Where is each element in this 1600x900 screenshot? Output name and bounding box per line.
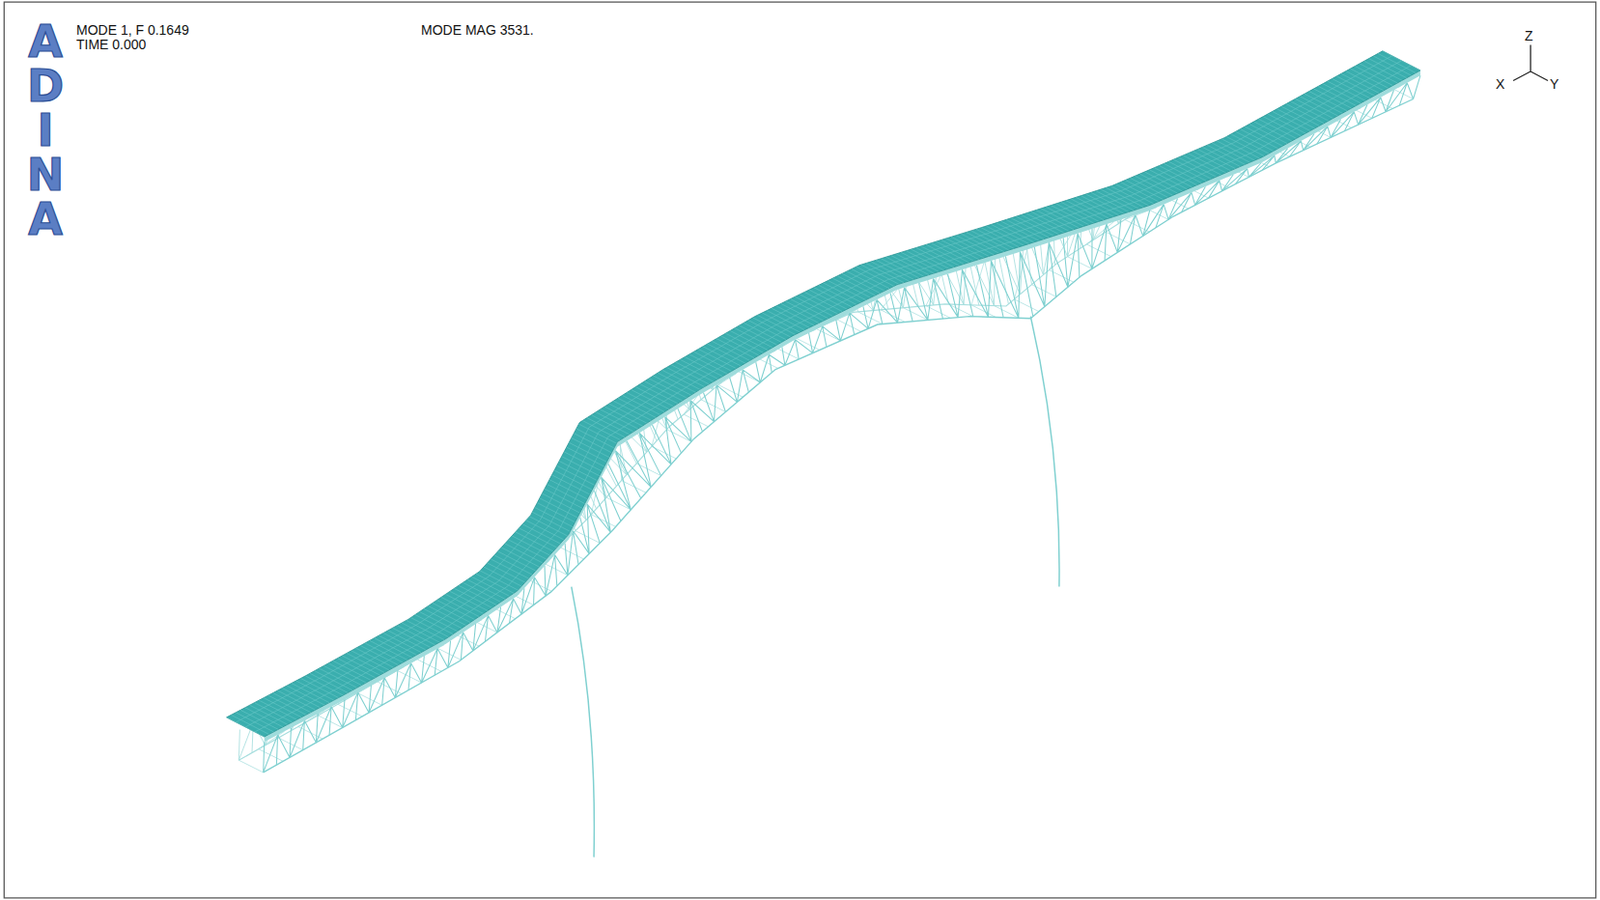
mode-frequency: MODE 1, F 0.1649 bbox=[76, 23, 190, 37]
deck-slab bbox=[226, 51, 1421, 737]
bottom-chord bbox=[263, 98, 1414, 772]
pier bbox=[571, 587, 595, 858]
truss-members bbox=[263, 75, 1421, 773]
mode-magnification: MODE MAG 3531. bbox=[421, 23, 534, 37]
axis-label: Y bbox=[1549, 77, 1559, 91]
axis-triad bbox=[1513, 44, 1548, 81]
plot-frame bbox=[3, 1, 1596, 899]
axis-label: Z bbox=[1524, 28, 1534, 43]
program-logo: ADINA bbox=[23, 19, 68, 242]
pier bbox=[1030, 316, 1060, 588]
deck-mesh bbox=[226, 51, 1421, 737]
axis-label: X bbox=[1495, 77, 1505, 91]
time-value: TIME 0.000 bbox=[76, 37, 146, 52]
bridge-model bbox=[226, 51, 1421, 858]
